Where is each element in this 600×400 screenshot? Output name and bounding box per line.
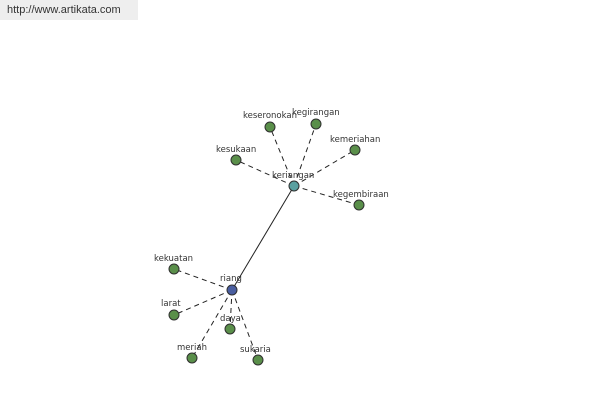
node-meriah[interactable] <box>186 352 198 364</box>
node-keriangan[interactable] <box>288 180 300 192</box>
node-label-keriangan: keriangan <box>272 171 314 181</box>
node-sukaria[interactable] <box>252 354 264 366</box>
node-label-larat: larat <box>161 299 181 309</box>
nodes-layer <box>168 118 365 366</box>
edge-riang-meriah <box>191 289 233 359</box>
edge-keriangan-kegembiraan <box>293 185 360 206</box>
node-kegembiraan[interactable] <box>353 199 365 211</box>
edges-layer <box>173 123 360 361</box>
edge-riang-larat <box>173 289 233 316</box>
edge-keriangan-kemeriahan <box>293 149 356 187</box>
node-keseronokan[interactable] <box>264 121 276 133</box>
node-kesukaan[interactable] <box>230 154 242 166</box>
site-url-link[interactable]: http://www.artikata.com <box>7 4 121 16</box>
edge-keriangan-kesukaan <box>235 159 295 187</box>
node-label-kegirangan: kegirangan <box>292 108 340 118</box>
node-label-sukaria: sukaria <box>240 345 271 355</box>
node-riang[interactable] <box>226 284 238 296</box>
edge-riang-daya <box>229 289 233 330</box>
edge-keriangan-keseronokan <box>269 126 295 187</box>
node-label-kemeriahan: kemeriahan <box>330 135 380 145</box>
node-kemeriahan[interactable] <box>349 144 361 156</box>
node-label-kesukaan: kesukaan <box>216 145 256 155</box>
edge-keriangan-kegirangan <box>293 123 317 187</box>
node-kekuatan[interactable] <box>168 263 180 275</box>
node-label-daya: daya <box>220 314 241 324</box>
node-label-kekuatan: kekuatan <box>154 254 193 264</box>
node-label-keseronokan: keseronokan <box>243 111 297 121</box>
node-daya[interactable] <box>224 323 236 335</box>
node-kegirangan[interactable] <box>310 118 322 130</box>
node-label-riang: riang <box>220 274 242 284</box>
node-label-meriah: meriah <box>177 343 207 353</box>
edge-riang-sukaria <box>231 289 259 361</box>
node-label-kegembiraan: kegembiraan <box>333 190 389 200</box>
edge-riang-keriangan <box>231 185 295 291</box>
watermark-bar: http://www.artikata.com <box>0 0 138 20</box>
edge-riang-kekuatan <box>173 268 233 291</box>
node-larat[interactable] <box>168 309 180 321</box>
